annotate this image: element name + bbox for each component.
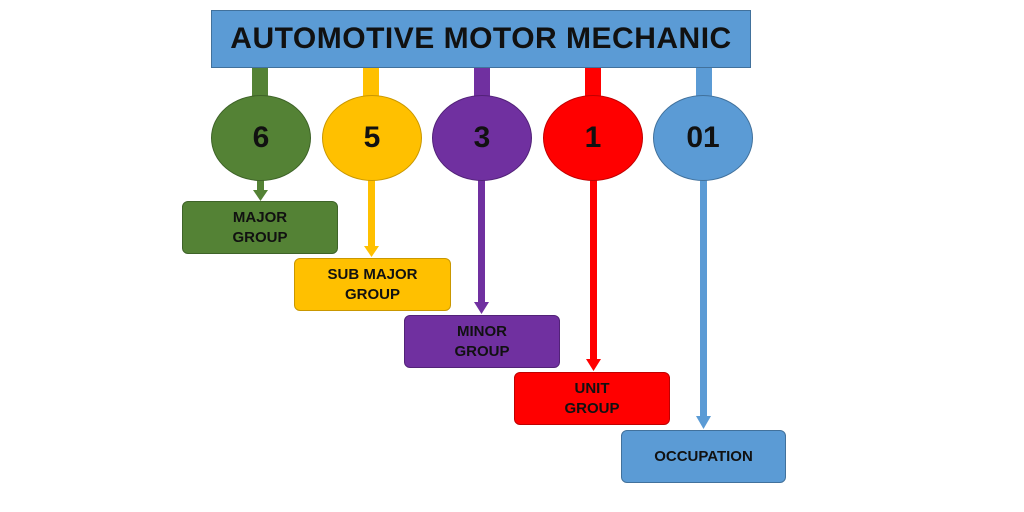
arrow-occupation (696, 178, 711, 429)
diagram-title: AUTOMOTIVE MOTOR MECHANIC (230, 22, 732, 55)
digit-circle-minor-group: 3 (432, 95, 532, 181)
label-unit-group: UNIT GROUP (564, 379, 620, 417)
title-connector-3 (474, 68, 490, 98)
digit-major-group: 6 (252, 121, 270, 154)
title-connector-1 (252, 68, 268, 98)
arrow-major-group (253, 178, 268, 201)
digit-circle-unit-group: 1 (543, 95, 643, 181)
label-box-major-group: MAJOR GROUP (182, 201, 338, 254)
label-major-group: MAJOR GROUP (232, 208, 288, 246)
title-connector-2 (363, 68, 379, 98)
label-sub-major-group: SUB MAJOR GROUP (327, 265, 418, 303)
label-box-occupation: OCCUPATION (621, 430, 786, 483)
digit-circle-major-group: 6 (211, 95, 311, 181)
title-connector-4 (585, 68, 601, 98)
digit-circle-occupation: 01 (653, 95, 753, 181)
title-connector-5 (696, 68, 712, 98)
label-box-sub-major-group: SUB MAJOR GROUP (294, 258, 451, 311)
digit-unit-group: 1 (584, 121, 602, 154)
arrow-minor-group (474, 178, 489, 314)
label-box-unit-group: UNIT GROUP (514, 372, 670, 425)
label-occupation: OCCUPATION (654, 447, 753, 465)
digit-sub-major-group: 5 (363, 121, 381, 154)
digit-minor-group: 3 (473, 121, 491, 154)
arrow-sub-major-group (364, 178, 379, 257)
title-banner: AUTOMOTIVE MOTOR MECHANIC (211, 10, 751, 68)
label-minor-group: MINOR GROUP (454, 322, 510, 360)
label-box-minor-group: MINOR GROUP (404, 315, 560, 368)
digit-occupation: 01 (686, 121, 720, 154)
arrow-unit-group (586, 178, 601, 371)
digit-circle-sub-major-group: 5 (322, 95, 422, 181)
